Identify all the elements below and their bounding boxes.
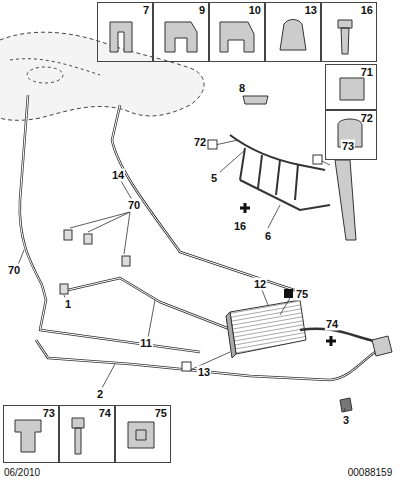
callout-number: 74 [99,407,111,419]
part-frame: 9 [153,2,209,62]
callout-number: 72 [361,112,373,124]
part-frame: 10 [209,2,265,62]
part-frame: 13 [265,2,321,62]
callout-number: 14 [111,169,125,182]
callout-number: 12 [253,278,267,291]
callout-number: 3 [342,414,350,427]
callout-number: 1 [64,298,72,311]
callout-number: 7 [143,4,149,16]
callout-number: 2 [96,388,104,401]
callout-number: 75 [155,407,167,419]
callout-number: 13 [197,366,211,379]
callout-number: 10 [249,4,261,16]
callout-number: 8 [238,82,246,95]
callout-number: 13 [305,4,317,16]
callout-number: 9 [199,4,205,16]
callout-number: 75 [295,288,309,301]
part-frame: 16 [321,2,377,62]
part-frame: 72 [325,110,377,160]
part-frame: 73 [3,405,59,463]
part-frame: 7 [97,2,153,62]
callout-number: 11 [139,337,153,350]
part-frame: 74 [59,405,115,463]
callout-number: 73 [341,140,355,153]
callout-number: 70 [127,199,141,212]
callout-number: 71 [361,66,373,78]
part-frame: 75 [115,405,171,463]
callout-number: 72 [193,136,207,149]
callout-number: 6 [264,230,272,243]
footer-note: 00088159 [347,467,394,479]
callout-number: 16 [361,4,373,16]
part-frame: 71 [325,64,377,110]
callout-number: 70 [7,264,21,277]
callout-number: 16 [233,220,247,233]
callout-number: 74 [325,318,339,331]
footer-note: 06/2010 [3,467,41,479]
callout-number: 73 [43,407,55,419]
callout-number: 5 [210,172,218,185]
